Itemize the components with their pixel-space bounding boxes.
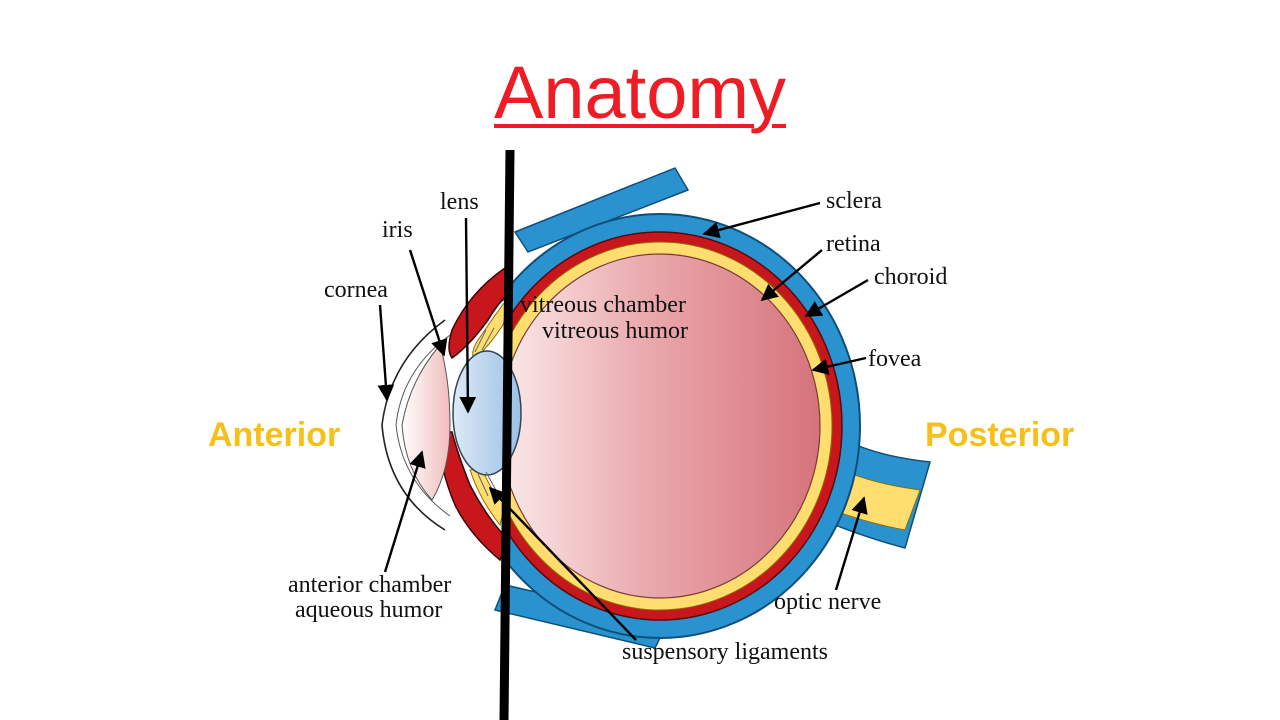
label-vitreous-chamber: vitreous chamber (520, 292, 686, 318)
label-fovea: fovea (868, 346, 922, 372)
label-vitreous-humor: vitreous humor (542, 318, 688, 344)
label-optic-nerve: optic nerve (774, 589, 881, 615)
label-retina: retina (826, 231, 881, 257)
cornea (381, 319, 446, 531)
anterior-chamber (401, 343, 451, 501)
cornea-inner (395, 334, 451, 517)
label-anterior-chamber: anterior chamber (288, 572, 451, 598)
iris-upper (448, 266, 513, 360)
label-cornea: cornea (324, 277, 388, 303)
label-aqueous-humor: aqueous humor (295, 597, 442, 623)
posterior-label: Posterior (925, 416, 1075, 454)
ciliary-upper-yellow (472, 291, 513, 361)
label-sclera: sclera (826, 188, 882, 214)
anterior-label: Anterior (208, 416, 341, 454)
page-title: Anatomy (493, 51, 787, 134)
pointer-arrows (377, 201, 869, 641)
label-iris: iris (382, 217, 413, 243)
label-lens: lens (440, 189, 479, 215)
label-suspensory-ligaments: suspensory ligaments (622, 639, 828, 665)
label-choroid: choroid (874, 264, 947, 290)
upper-eye-muscle (513, 167, 690, 253)
divider-line (499, 149, 515, 720)
